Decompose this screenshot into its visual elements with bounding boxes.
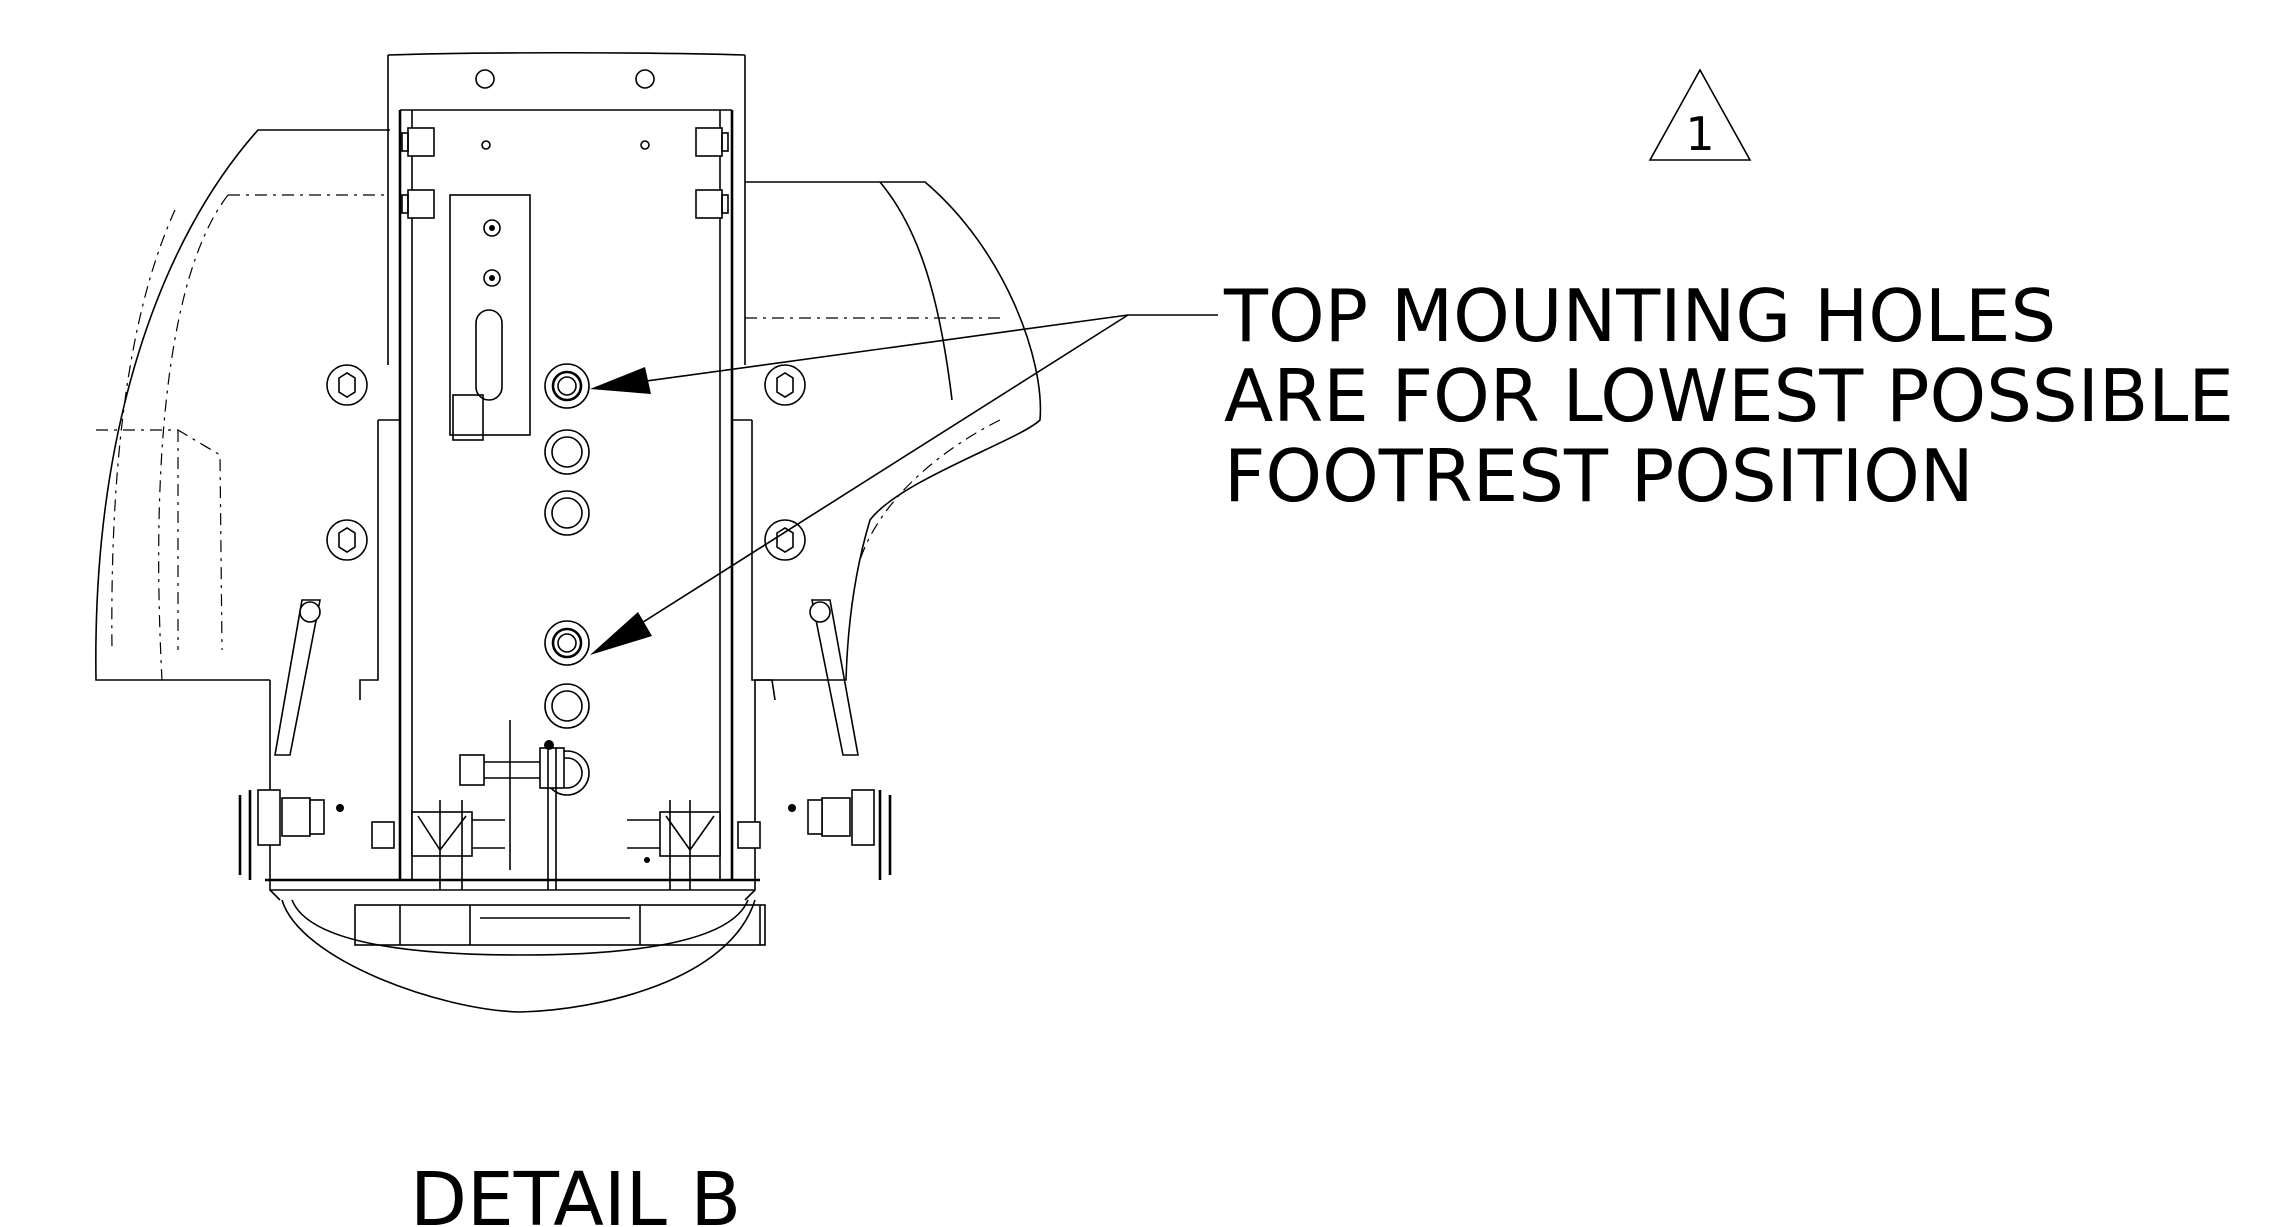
revision-number: 1	[1685, 107, 1714, 161]
top-mounting-hole-upper	[544, 363, 590, 409]
left-hinge-link	[238, 599, 344, 880]
mounting-hole	[544, 429, 590, 475]
detail-title: DETAIL B	[410, 1157, 741, 1227]
bottom-cover	[265, 878, 766, 1013]
seat-shell-outline	[95, 129, 1042, 901]
center-channel	[359, 110, 776, 880]
bracket-bolts	[401, 127, 729, 219]
callout-leader	[590, 314, 1218, 655]
callout-note: TOP MOUNTING HOLES ARE FOR LOWEST POSSIB…	[1223, 274, 2234, 518]
mounting-hole	[544, 683, 590, 729]
side-latch-right	[627, 800, 761, 890]
callout-line-1: TOP MOUNTING HOLES	[1223, 274, 2056, 358]
upper-bracket	[387, 51, 746, 365]
right-hinge-link	[788, 599, 892, 880]
center-clamp-bolt	[459, 720, 650, 890]
callout-line-3: FOOTREST POSITION	[1224, 434, 1974, 518]
revision-triangle: 1	[1648, 68, 1752, 161]
mounting-hole	[544, 490, 590, 536]
top-mounting-hole-lower	[544, 620, 590, 666]
side-latch-left	[371, 800, 505, 890]
side-hex-fasteners	[326, 364, 806, 561]
callout-line-2: ARE FOR LOWEST POSSIBLE	[1224, 354, 2234, 438]
